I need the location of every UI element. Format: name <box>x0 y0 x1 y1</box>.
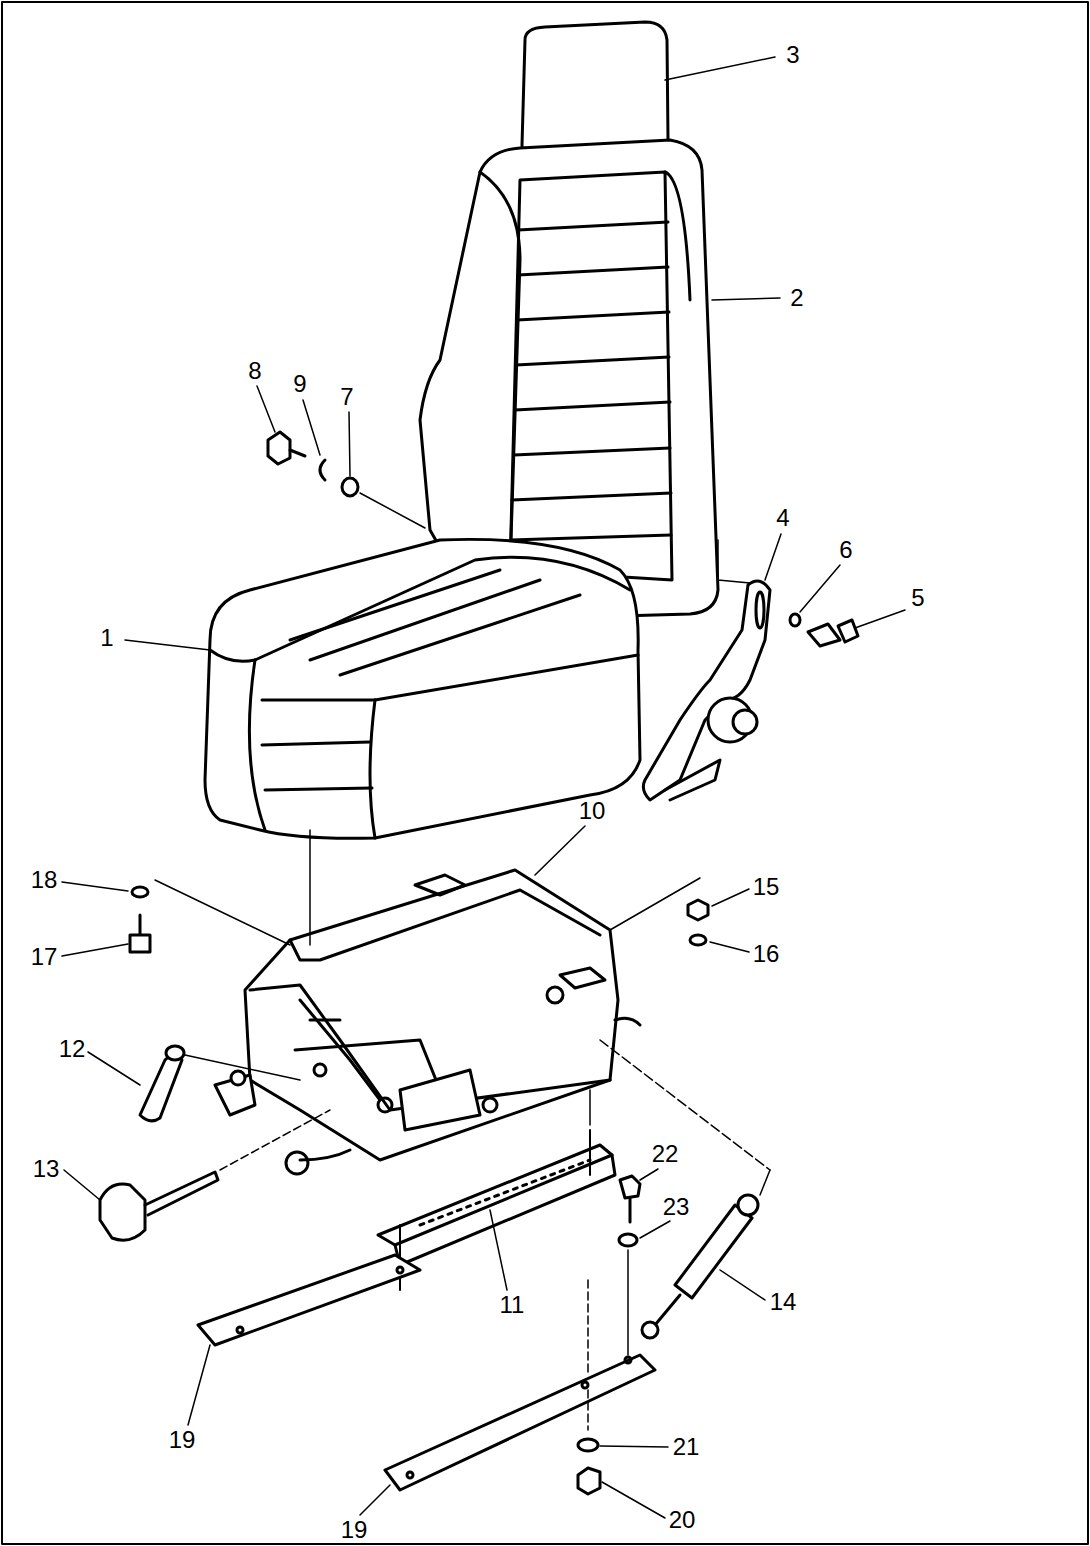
callout-number: 21 <box>672 1435 701 1459</box>
nut-washer <box>578 1439 600 1494</box>
lever <box>140 1046 300 1121</box>
damper <box>600 1040 770 1338</box>
callout-number: 15 <box>752 875 781 899</box>
callout-number: 22 <box>651 1142 680 1166</box>
mount-plates <box>198 1250 655 1490</box>
callout-number: 14 <box>769 1290 798 1314</box>
callout-number: 10 <box>578 799 607 823</box>
seat-belt <box>643 540 858 800</box>
callout-number: 16 <box>752 942 781 966</box>
callout-number: 19 <box>340 1518 369 1542</box>
fasteners <box>130 830 708 952</box>
callout-number: 2 <box>789 286 804 310</box>
callout-number: 9 <box>292 372 307 396</box>
callout-number: 5 <box>910 586 925 610</box>
slide-rail <box>378 1090 615 1290</box>
callout-number: 11 <box>499 1293 526 1317</box>
callout-number: 23 <box>662 1195 691 1219</box>
callout-number: 12 <box>58 1037 87 1061</box>
callout-number: 19 <box>168 1428 197 1452</box>
callout-number: 13 <box>32 1157 61 1181</box>
callout-number: 8 <box>247 359 262 383</box>
bolt-set-left <box>268 432 425 528</box>
bolt-washer <box>619 1176 640 1246</box>
suspension-base <box>215 870 700 1174</box>
seat-cushion <box>205 539 640 838</box>
adjust-knob <box>100 1110 330 1240</box>
callout-number: 18 <box>30 868 59 892</box>
callout-number: 1 <box>99 626 114 650</box>
callout-number: 17 <box>30 945 59 969</box>
callout-number: 6 <box>838 538 853 562</box>
callout-number: 7 <box>339 385 354 409</box>
callout-number: 3 <box>785 43 800 67</box>
leader-lines <box>62 57 905 1518</box>
callout-number: 20 <box>668 1508 697 1532</box>
callout-number: 4 <box>775 506 790 530</box>
